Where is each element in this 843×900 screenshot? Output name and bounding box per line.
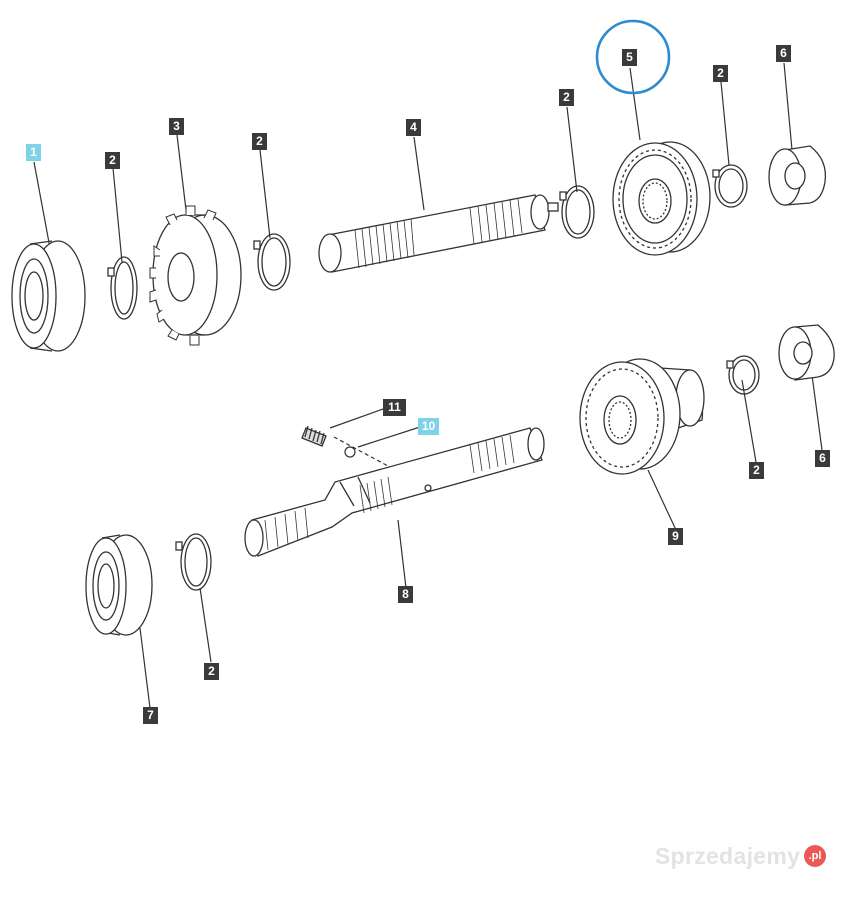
highlight-circle (595, 19, 671, 95)
spur-gear-3 (149, 205, 242, 346)
ball-10 (344, 446, 356, 458)
circlip-2a (107, 256, 138, 320)
callout-7: 7 (143, 707, 158, 724)
callout-2f: 2 (204, 663, 219, 680)
leader-line-2c (566, 106, 578, 193)
callout-10: 10 (418, 418, 439, 435)
leader-line-5 (629, 67, 641, 141)
shaft-8 (244, 427, 545, 557)
callout-2d: 2 (713, 65, 728, 82)
callout-4: 4 (406, 119, 421, 136)
watermark-badge: .pl (804, 845, 826, 867)
spacer-6b (778, 324, 835, 381)
leader-line-1 (33, 161, 51, 249)
callout-2b: 2 (252, 133, 267, 150)
bearing-7 (85, 534, 153, 636)
circlip-2e (726, 355, 760, 395)
bearing-1 (11, 240, 86, 352)
circlip-2f (175, 533, 212, 591)
callout-6a: 6 (776, 45, 791, 62)
callout-5: 5 (622, 49, 637, 66)
helical-gear-5 (612, 141, 711, 256)
callout-1: 1 (26, 144, 41, 161)
leader-line-6a (783, 62, 793, 151)
circlip-2c (559, 185, 595, 239)
watermark-text: Sprzedajemy (655, 843, 801, 869)
spacer-6a (768, 145, 827, 206)
callout-8: 8 (398, 586, 413, 603)
callout-11: 11 (383, 399, 406, 416)
spring-11 (301, 425, 327, 447)
leader-line-4 (413, 136, 425, 211)
callout-2c: 2 (559, 89, 574, 106)
leader-line-11 (329, 408, 384, 429)
callout-9: 9 (668, 528, 683, 545)
callout-2a: 2 (105, 152, 120, 169)
circlip-2d (712, 164, 748, 208)
callout-2e: 2 (749, 462, 764, 479)
leader-line-10 (357, 426, 421, 448)
leader-line-2a (112, 167, 123, 263)
leader-line-3 (176, 134, 187, 211)
dowel-axis-line (333, 436, 389, 467)
leader-line-8 (397, 519, 407, 589)
circlip-2b (253, 233, 291, 291)
leader-line-2d (720, 81, 730, 166)
shaft-4 (318, 194, 559, 273)
leader-line-2b (259, 149, 271, 239)
callout-6b: 6 (815, 450, 830, 467)
leader-line-6b (811, 374, 823, 451)
callout-3: 3 (169, 118, 184, 135)
leader-line-2f (199, 587, 212, 663)
leader-line-7 (139, 627, 151, 709)
leader-line-9 (647, 469, 677, 531)
cluster-gear-9 (579, 358, 705, 475)
